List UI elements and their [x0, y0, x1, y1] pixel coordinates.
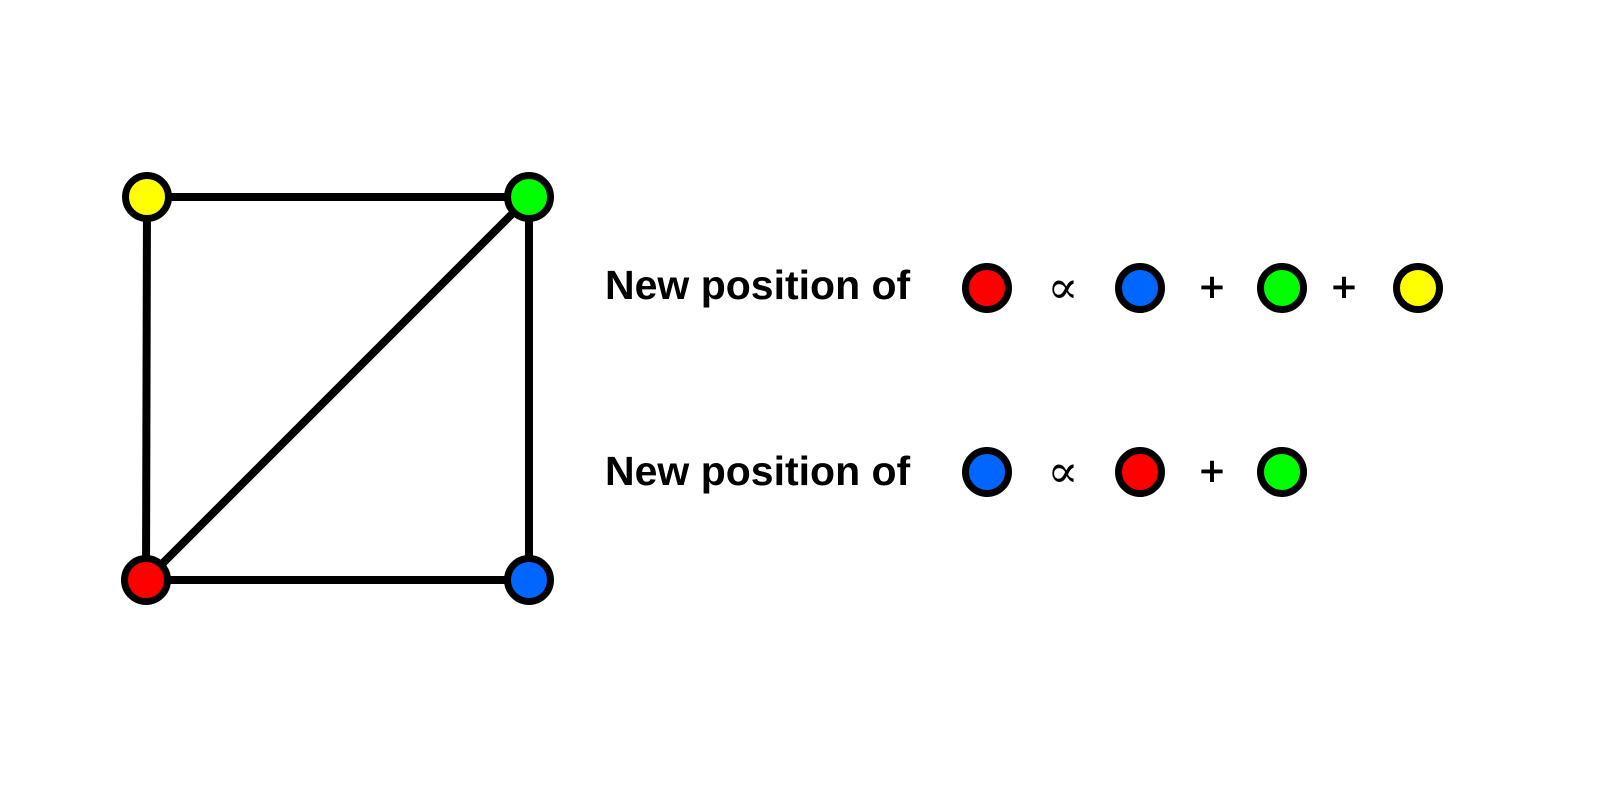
- edge-yellow-red: [142, 196, 151, 581]
- node-red: [121, 555, 171, 605]
- equation-label: New position of: [605, 262, 911, 308]
- plus-operator: +: [1330, 267, 1359, 307]
- equation-blue-update: New position of ∝ +: [605, 444, 1307, 498]
- node-blue: [504, 555, 554, 605]
- term-yellow-dot: [1393, 263, 1443, 313]
- proportional-symbol: ∝: [1047, 444, 1078, 498]
- graph-nodes: [121, 172, 554, 605]
- equation-label: New position of: [605, 448, 911, 494]
- subject-blue-dot: [962, 447, 1012, 497]
- term-red-dot: [1115, 447, 1165, 497]
- term-green-dot: [1257, 447, 1307, 497]
- proportional-symbol: ∝: [1047, 260, 1078, 314]
- node-green: [504, 172, 554, 222]
- subject-red-dot: [962, 263, 1012, 313]
- plus-operator: +: [1198, 451, 1227, 491]
- plus-operator: +: [1198, 267, 1227, 307]
- graph-edges: [142, 193, 533, 584]
- edge-red-green: [143, 194, 532, 583]
- node-yellow: [122, 172, 172, 222]
- term-blue-dot: [1115, 263, 1165, 313]
- equation-red-update: New position of ∝ + +: [605, 260, 1443, 314]
- term-green-dot: [1257, 263, 1307, 313]
